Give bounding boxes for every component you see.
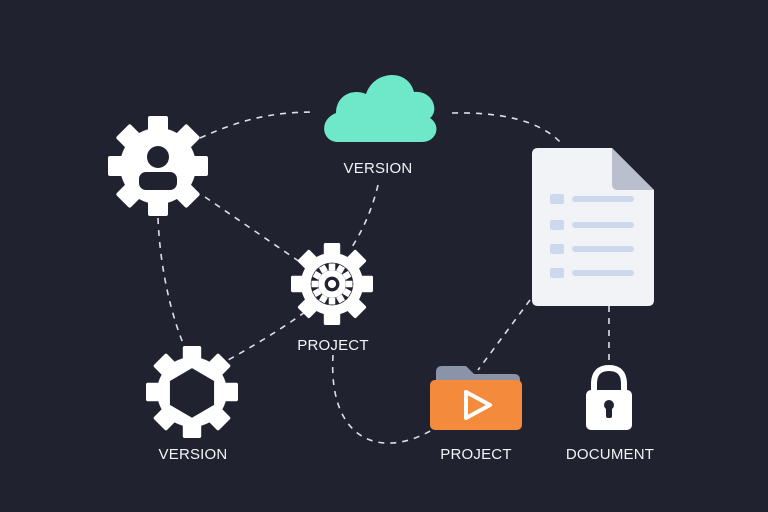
settings-gear-icon <box>291 243 373 325</box>
connector-cloud-document <box>451 112 563 145</box>
lock-icon <box>586 364 632 430</box>
connector-usergear-centergear <box>204 196 301 263</box>
center-gear-label: PROJECT <box>297 337 369 354</box>
connectors <box>157 111 610 444</box>
cloud-label: VERSION <box>343 160 413 177</box>
lock-label: DOCUMENT <box>565 446 655 463</box>
connector-document-folder <box>477 299 531 371</box>
connector-centergear-bottomgear <box>227 311 306 361</box>
user-gear-icon <box>108 116 208 216</box>
connector-centergear-folder <box>331 354 433 444</box>
connector-usergear-cloud <box>199 111 316 139</box>
folder-label: PROJECT <box>440 446 512 463</box>
folder-play-icon <box>430 366 522 430</box>
bottom-left-gear-label: VERSION <box>158 446 228 463</box>
cloud-icon <box>324 74 437 142</box>
package-gear-icon <box>146 346 238 438</box>
connector-usergear-bottomgear <box>157 217 186 349</box>
connector-cloud-centergear <box>349 184 379 251</box>
document-icon <box>532 148 654 306</box>
